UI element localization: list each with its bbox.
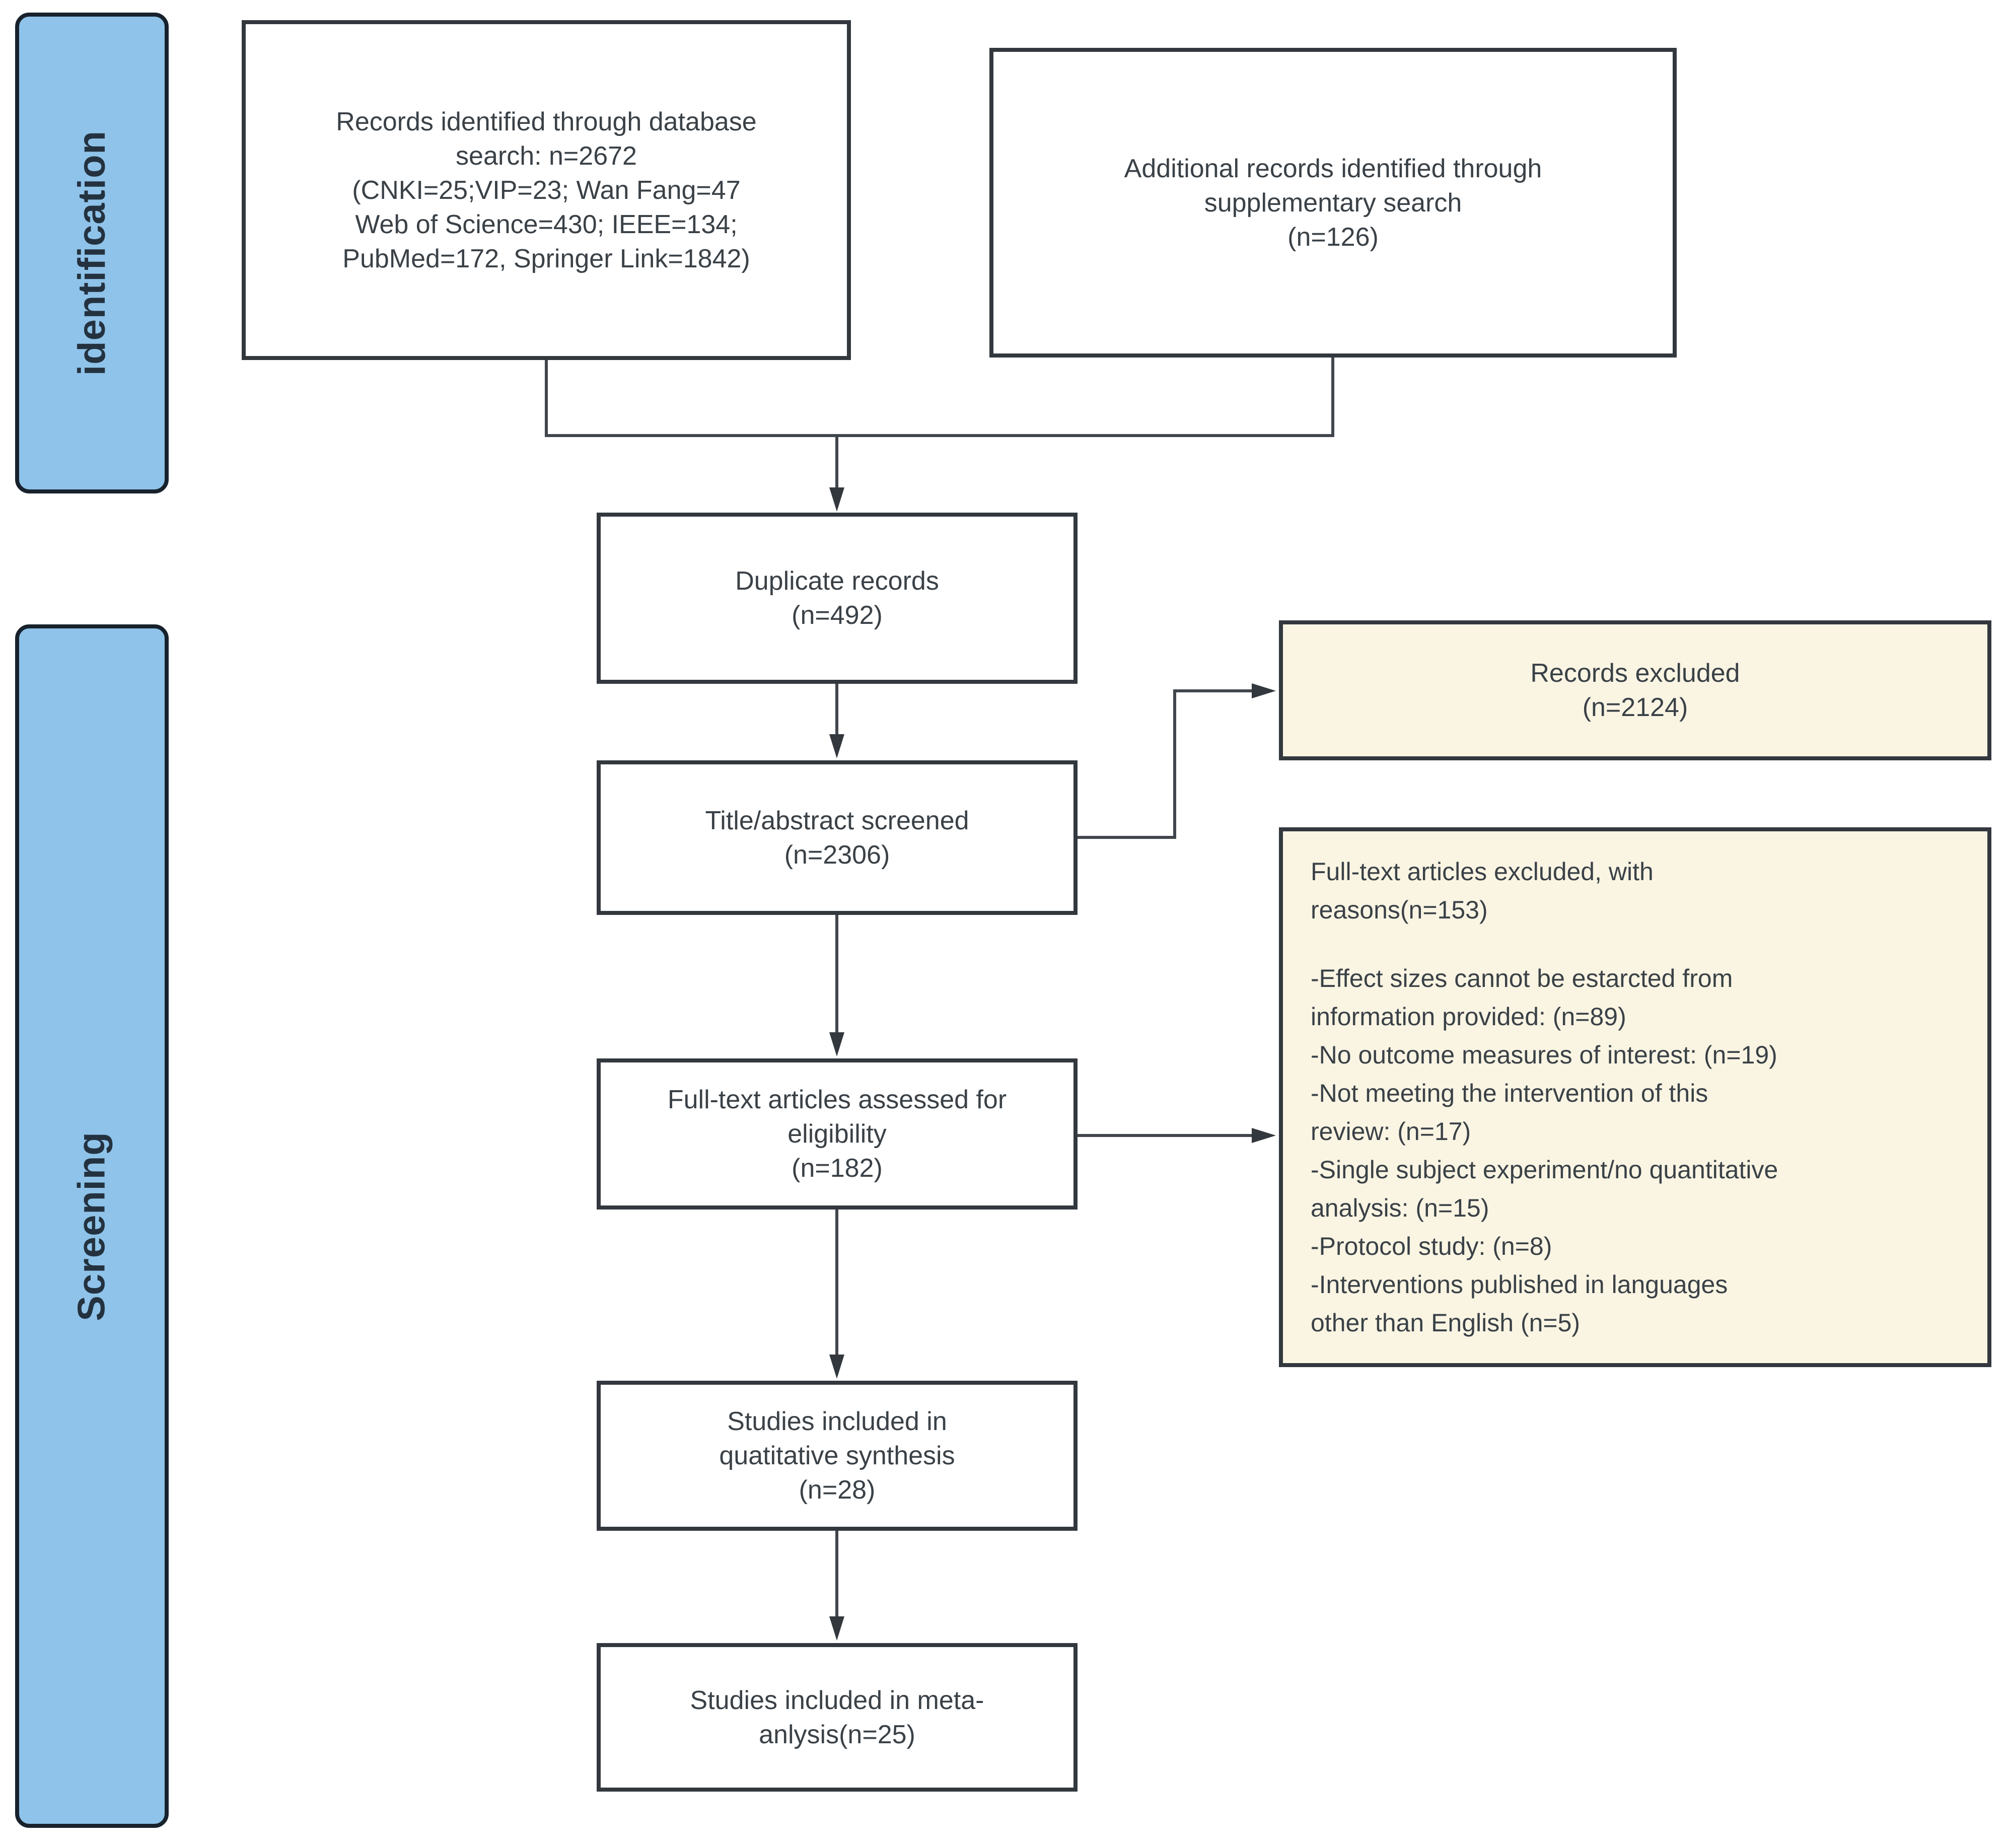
arrowhead-down-icon	[829, 487, 844, 512]
box-text-line: review: (n=17)	[1311, 1117, 1471, 1146]
box-text-line: Title/abstract screened	[705, 806, 969, 835]
connector-line	[835, 434, 838, 489]
box-text-line: (CNKI=25;VIP=23; Wan Fang=47	[352, 175, 741, 205]
connector-line	[1173, 689, 1176, 839]
additional-records-box: Additional records identified through su…	[989, 48, 1677, 358]
box-text-line: (n=2306)	[784, 840, 890, 870]
records-excluded-box: Records excluded (n=2124)	[1279, 620, 1991, 760]
box-text-line: Studies included in	[727, 1407, 947, 1436]
arrowhead-down-icon	[829, 1032, 844, 1056]
connector-line	[835, 915, 838, 1033]
box-text-line: reasons(n=153)	[1311, 896, 1488, 924]
box-text-line: analysis: (n=15)	[1311, 1194, 1489, 1222]
box-text-line: Duplicate records	[735, 566, 939, 596]
fulltext-assessed-box: Full-text articles assessed for eligibil…	[597, 1058, 1078, 1210]
box-text-line: (n=28)	[799, 1475, 876, 1505]
box-text-line: Web of Science=430; IEEE=134;	[355, 209, 738, 239]
box-text-line: -Not meeting the intervention of this	[1311, 1079, 1708, 1107]
connector-line	[1331, 358, 1334, 437]
box-text-line: Full-text articles excluded, with	[1311, 858, 1654, 886]
connector-line	[1078, 836, 1176, 839]
box-text-line: eligibility	[787, 1119, 887, 1149]
fulltext-excluded-box: Full-text articles excluded, with reason…	[1279, 827, 1991, 1367]
arrowhead-down-icon	[829, 1616, 844, 1641]
box-text-line: (n=126)	[1287, 222, 1379, 252]
box-text-line: -No outcome measures of interest: (n=19)	[1311, 1041, 1777, 1069]
box-text-line: Records excluded	[1530, 659, 1740, 688]
identification-stage-label: identification	[70, 130, 114, 376]
box-text-line: information provided: (n=89)	[1311, 1003, 1626, 1031]
box-text-line: other than English (n=5)	[1311, 1309, 1581, 1337]
connector-line	[835, 684, 838, 735]
connector-line	[835, 1531, 838, 1617]
arrowhead-right-icon	[1252, 1128, 1276, 1143]
title-abstract-screened-box: Title/abstract screened (n=2306)	[597, 760, 1078, 915]
connector-line	[1078, 1134, 1254, 1137]
box-text-line: Full-text articles assessed for	[667, 1085, 1007, 1114]
box-text-line: (n=2124)	[1582, 693, 1688, 722]
box-text-line: Additional records identified through	[1124, 154, 1542, 183]
connector-line	[835, 1210, 838, 1356]
box-text-line: PubMed=172, Springer Link=1842)	[342, 244, 750, 273]
meta-analysis-box: Studies included in meta- anlysis(n=25)	[597, 1643, 1078, 1792]
box-text-line: -Interventions published in languages	[1311, 1270, 1728, 1299]
box-text-line: Records identified through database	[336, 107, 757, 136]
box-text-line: supplementary search	[1204, 188, 1462, 218]
box-text-line: Studies included in meta-	[690, 1685, 984, 1715]
box-text-line: -Protocol study: (n=8)	[1311, 1232, 1552, 1260]
box-text-line: (n=182)	[792, 1154, 883, 1183]
identification-stage-bar: identification	[15, 13, 169, 493]
box-text-line: anlysis(n=25)	[759, 1720, 915, 1749]
arrowhead-right-icon	[1252, 683, 1276, 698]
quantitative-synthesis-box: Studies included in quatitative synthesi…	[597, 1381, 1078, 1531]
box-text-line: -Single subject experiment/no quantitati…	[1311, 1156, 1778, 1184]
connector-line	[545, 434, 1334, 437]
screening-stage-bar: Screening	[15, 624, 169, 1828]
connector-line	[1173, 689, 1254, 692]
duplicate-records-box: Duplicate records (n=492)	[597, 513, 1078, 684]
records-identified-box: Records identified through database sear…	[242, 20, 851, 360]
box-text-line: -Effect sizes cannot be estarcted from	[1311, 964, 1733, 992]
arrowhead-down-icon	[829, 1355, 844, 1379]
screening-stage-label: Screening	[70, 1131, 113, 1321]
arrowhead-down-icon	[829, 734, 844, 758]
connector-line	[545, 360, 548, 437]
box-text-line: quatitative synthesis	[719, 1441, 955, 1470]
box-text-line: (n=492)	[792, 601, 883, 630]
box-text-line: search: n=2672	[456, 141, 637, 171]
